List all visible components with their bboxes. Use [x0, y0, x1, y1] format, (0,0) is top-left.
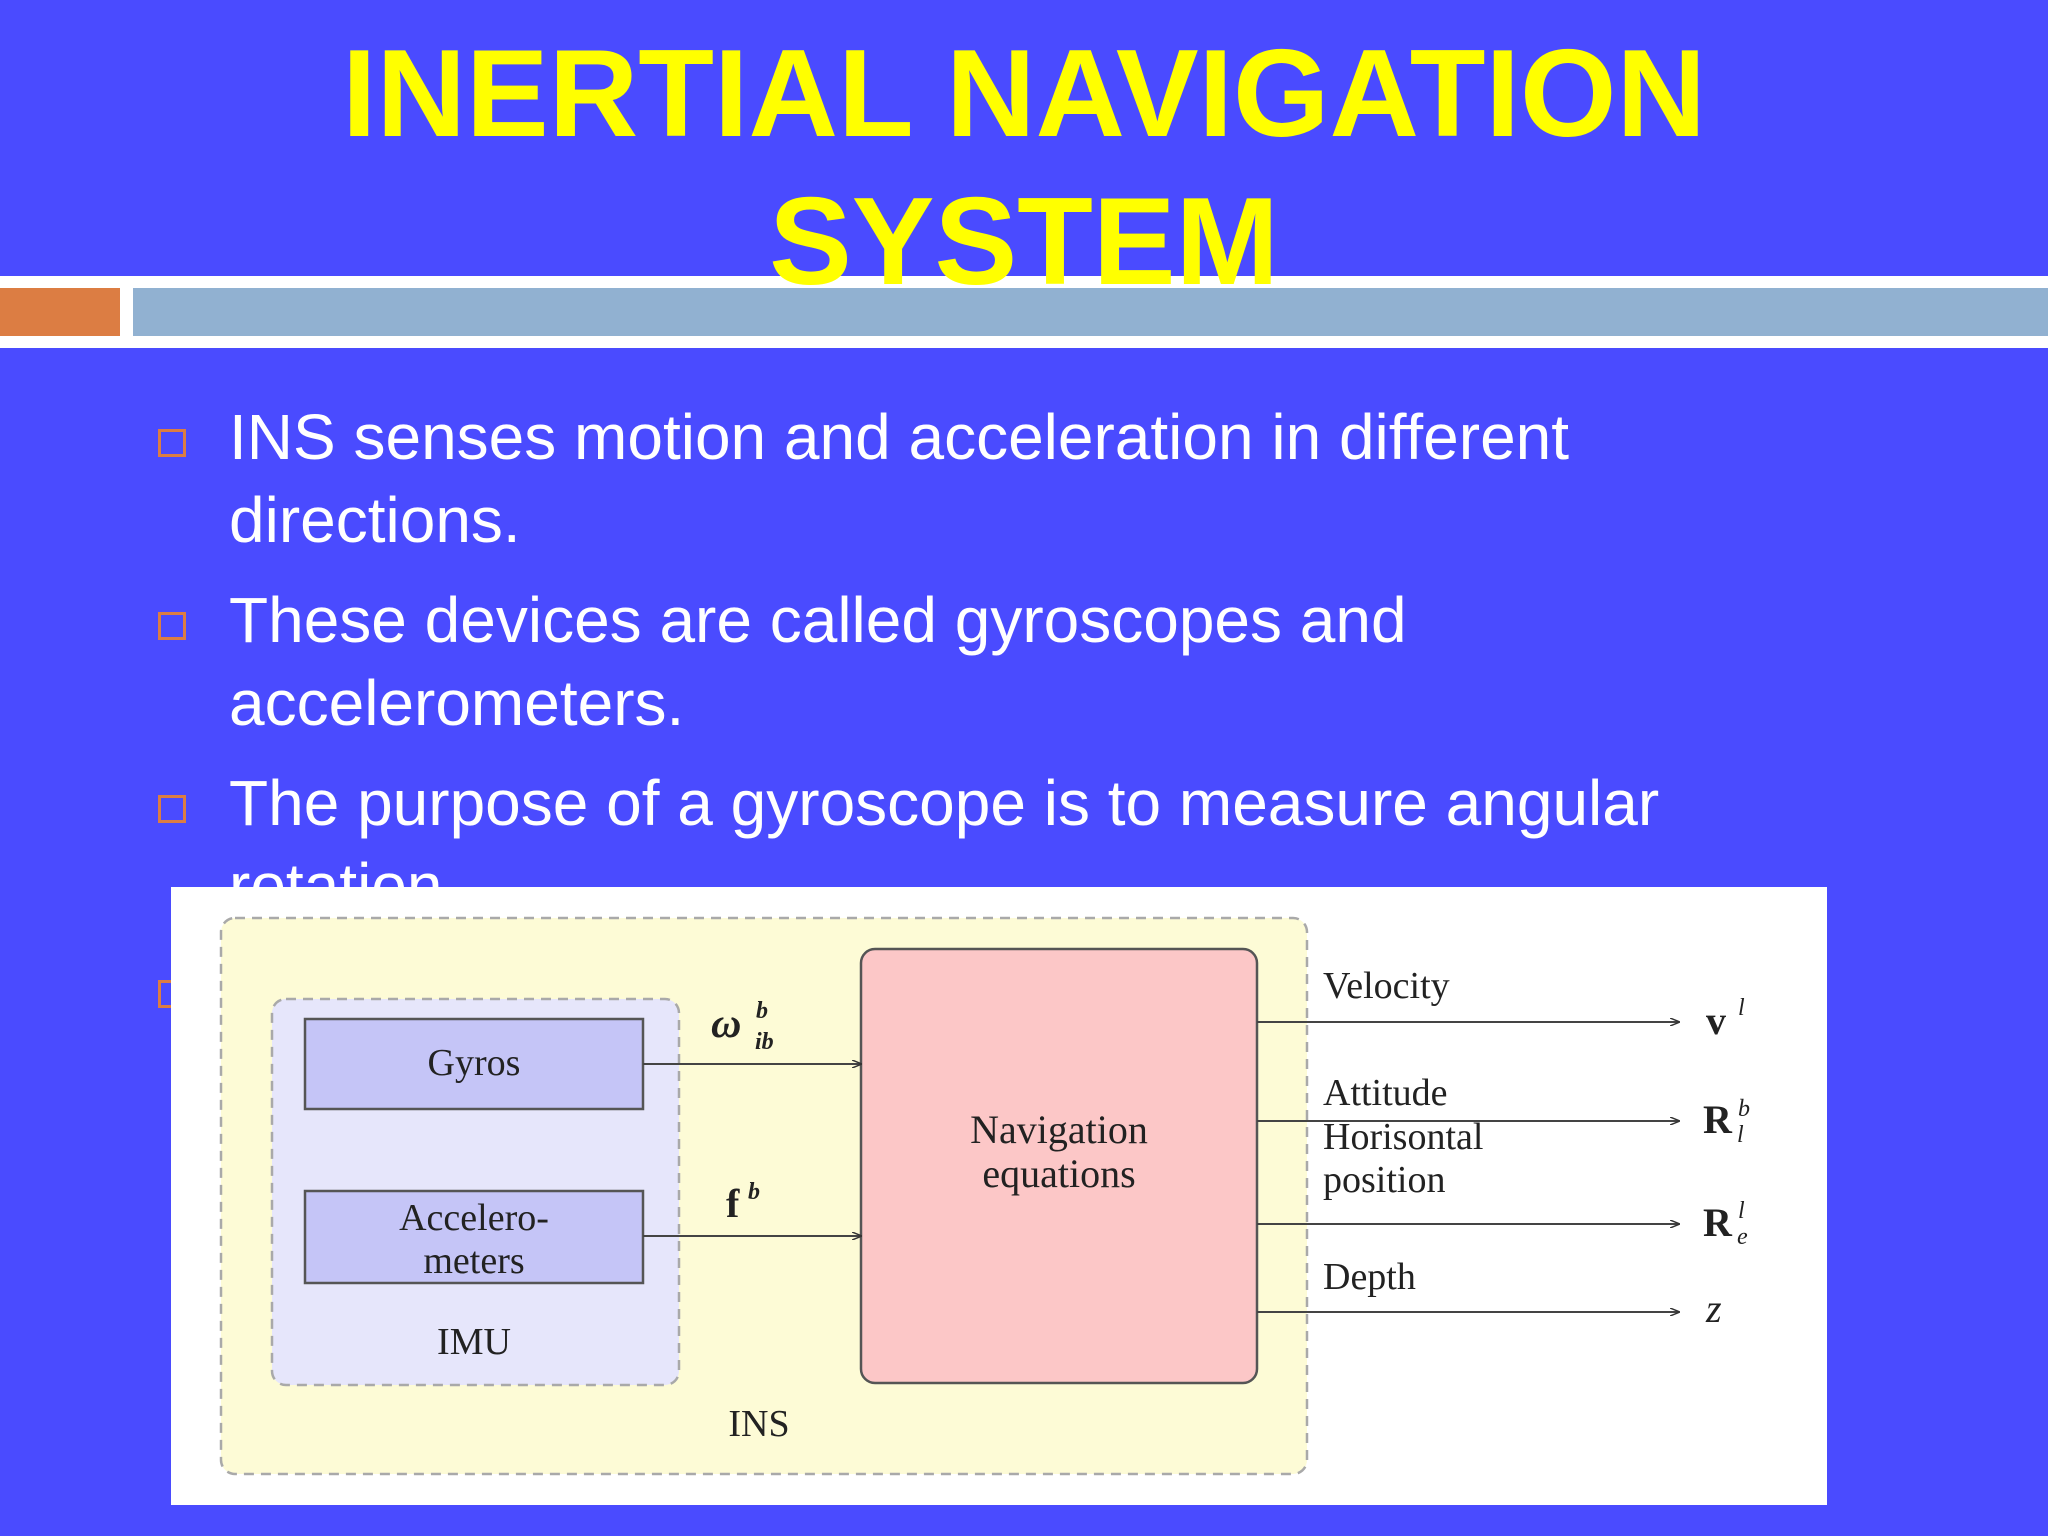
bullet-item: These devices are called gyroscopes and …	[229, 579, 1789, 745]
bullet-line: directions.	[229, 484, 521, 556]
title-divider-accent	[0, 288, 120, 336]
output-horisontal-label: Horisontal	[1323, 1116, 1483, 1158]
bullet-square-icon	[158, 795, 186, 823]
ins-label: INS	[728, 1403, 789, 1445]
accelerometers-label-line1: Accelero-	[399, 1197, 549, 1239]
bullet-line: The purpose of a gyroscope is to measure…	[229, 767, 1660, 839]
position-symbol: R l e	[1703, 1198, 1749, 1250]
bullet-square-icon	[158, 612, 186, 640]
bullet-line: accelerometers.	[229, 667, 685, 739]
title-divider-bar	[133, 288, 2048, 336]
navigation-label-line1: Navigation	[970, 1107, 1148, 1152]
bullet-line: INS senses motion and acceleration in di…	[229, 401, 1570, 473]
ins-block-diagram: Gyros Accelero- meters IMU INS Navigatio…	[171, 887, 1827, 1505]
gyros-box	[303, 1017, 645, 1111]
output-velocity-label: Velocity	[1323, 965, 1450, 1007]
velocity-symbol: v l	[1706, 995, 1745, 1043]
attitude-symbol: R b l	[1703, 1096, 1754, 1148]
output-position-label: position	[1323, 1159, 1445, 1201]
output-depth-label: Depth	[1323, 1256, 1416, 1298]
depth-symbol: z	[1705, 1286, 1722, 1331]
slide-title-line1: INERTIAL NAVIGATION	[342, 25, 1706, 163]
navigation-label-line2: equations	[982, 1151, 1135, 1196]
f-symbol: f b	[726, 1179, 760, 1226]
slide-title: INERTIAL NAVIGATION SYSTEM	[0, 20, 2048, 316]
omega-symbol: ω b ib	[711, 998, 774, 1055]
output-attitude-label: Attitude	[1323, 1072, 1448, 1114]
slide-title-line2: SYSTEM	[769, 173, 1279, 311]
bullet-item: INS senses motion and acceleration in di…	[229, 396, 1789, 562]
accelerometers-label-line2: meters	[423, 1240, 524, 1282]
gyros-label: Gyros	[428, 1042, 521, 1084]
imu-label: IMU	[437, 1321, 511, 1363]
bullet-line: These devices are called gyroscopes and	[229, 584, 1407, 656]
bullet-square-icon	[158, 429, 186, 457]
navigation-equations-box	[859, 947, 1259, 1385]
accelerometers-box	[303, 1189, 645, 1285]
